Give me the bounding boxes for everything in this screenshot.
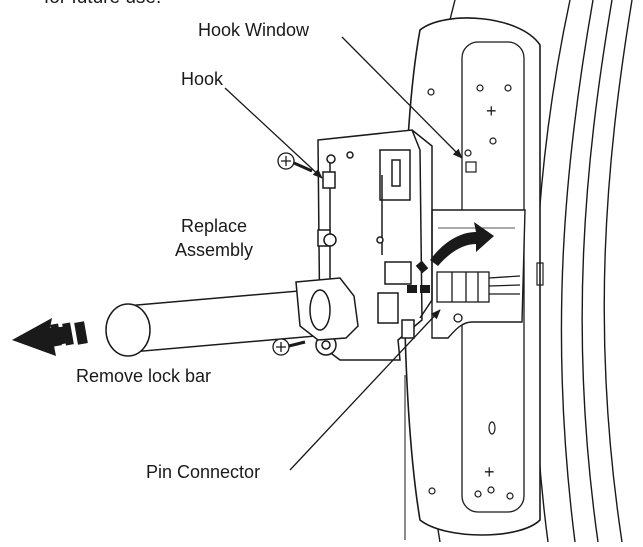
hook-window-slot [465,161,477,173]
label-hook-window: Hook Window [198,20,310,40]
cropped-instruction-text: for future use. [44,0,161,9]
callout-lines [224,36,463,471]
hook-part [322,171,336,189]
svg-text:+: + [484,462,495,482]
label-hook: Hook [181,69,224,89]
label-assembly: Assembly [174,240,254,260]
lock-bar [105,277,359,357]
screws [272,152,313,356]
connector-pull-arrow [407,222,494,293]
pin-connector-block [436,271,521,323]
label-replace: Replace [180,216,248,236]
remove-direction-arrow [12,318,88,356]
label-remove-lock-bar: Remove lock bar [76,366,212,386]
label-pin-connector: Pin Connector [146,462,261,482]
svg-text:+: + [486,101,497,121]
